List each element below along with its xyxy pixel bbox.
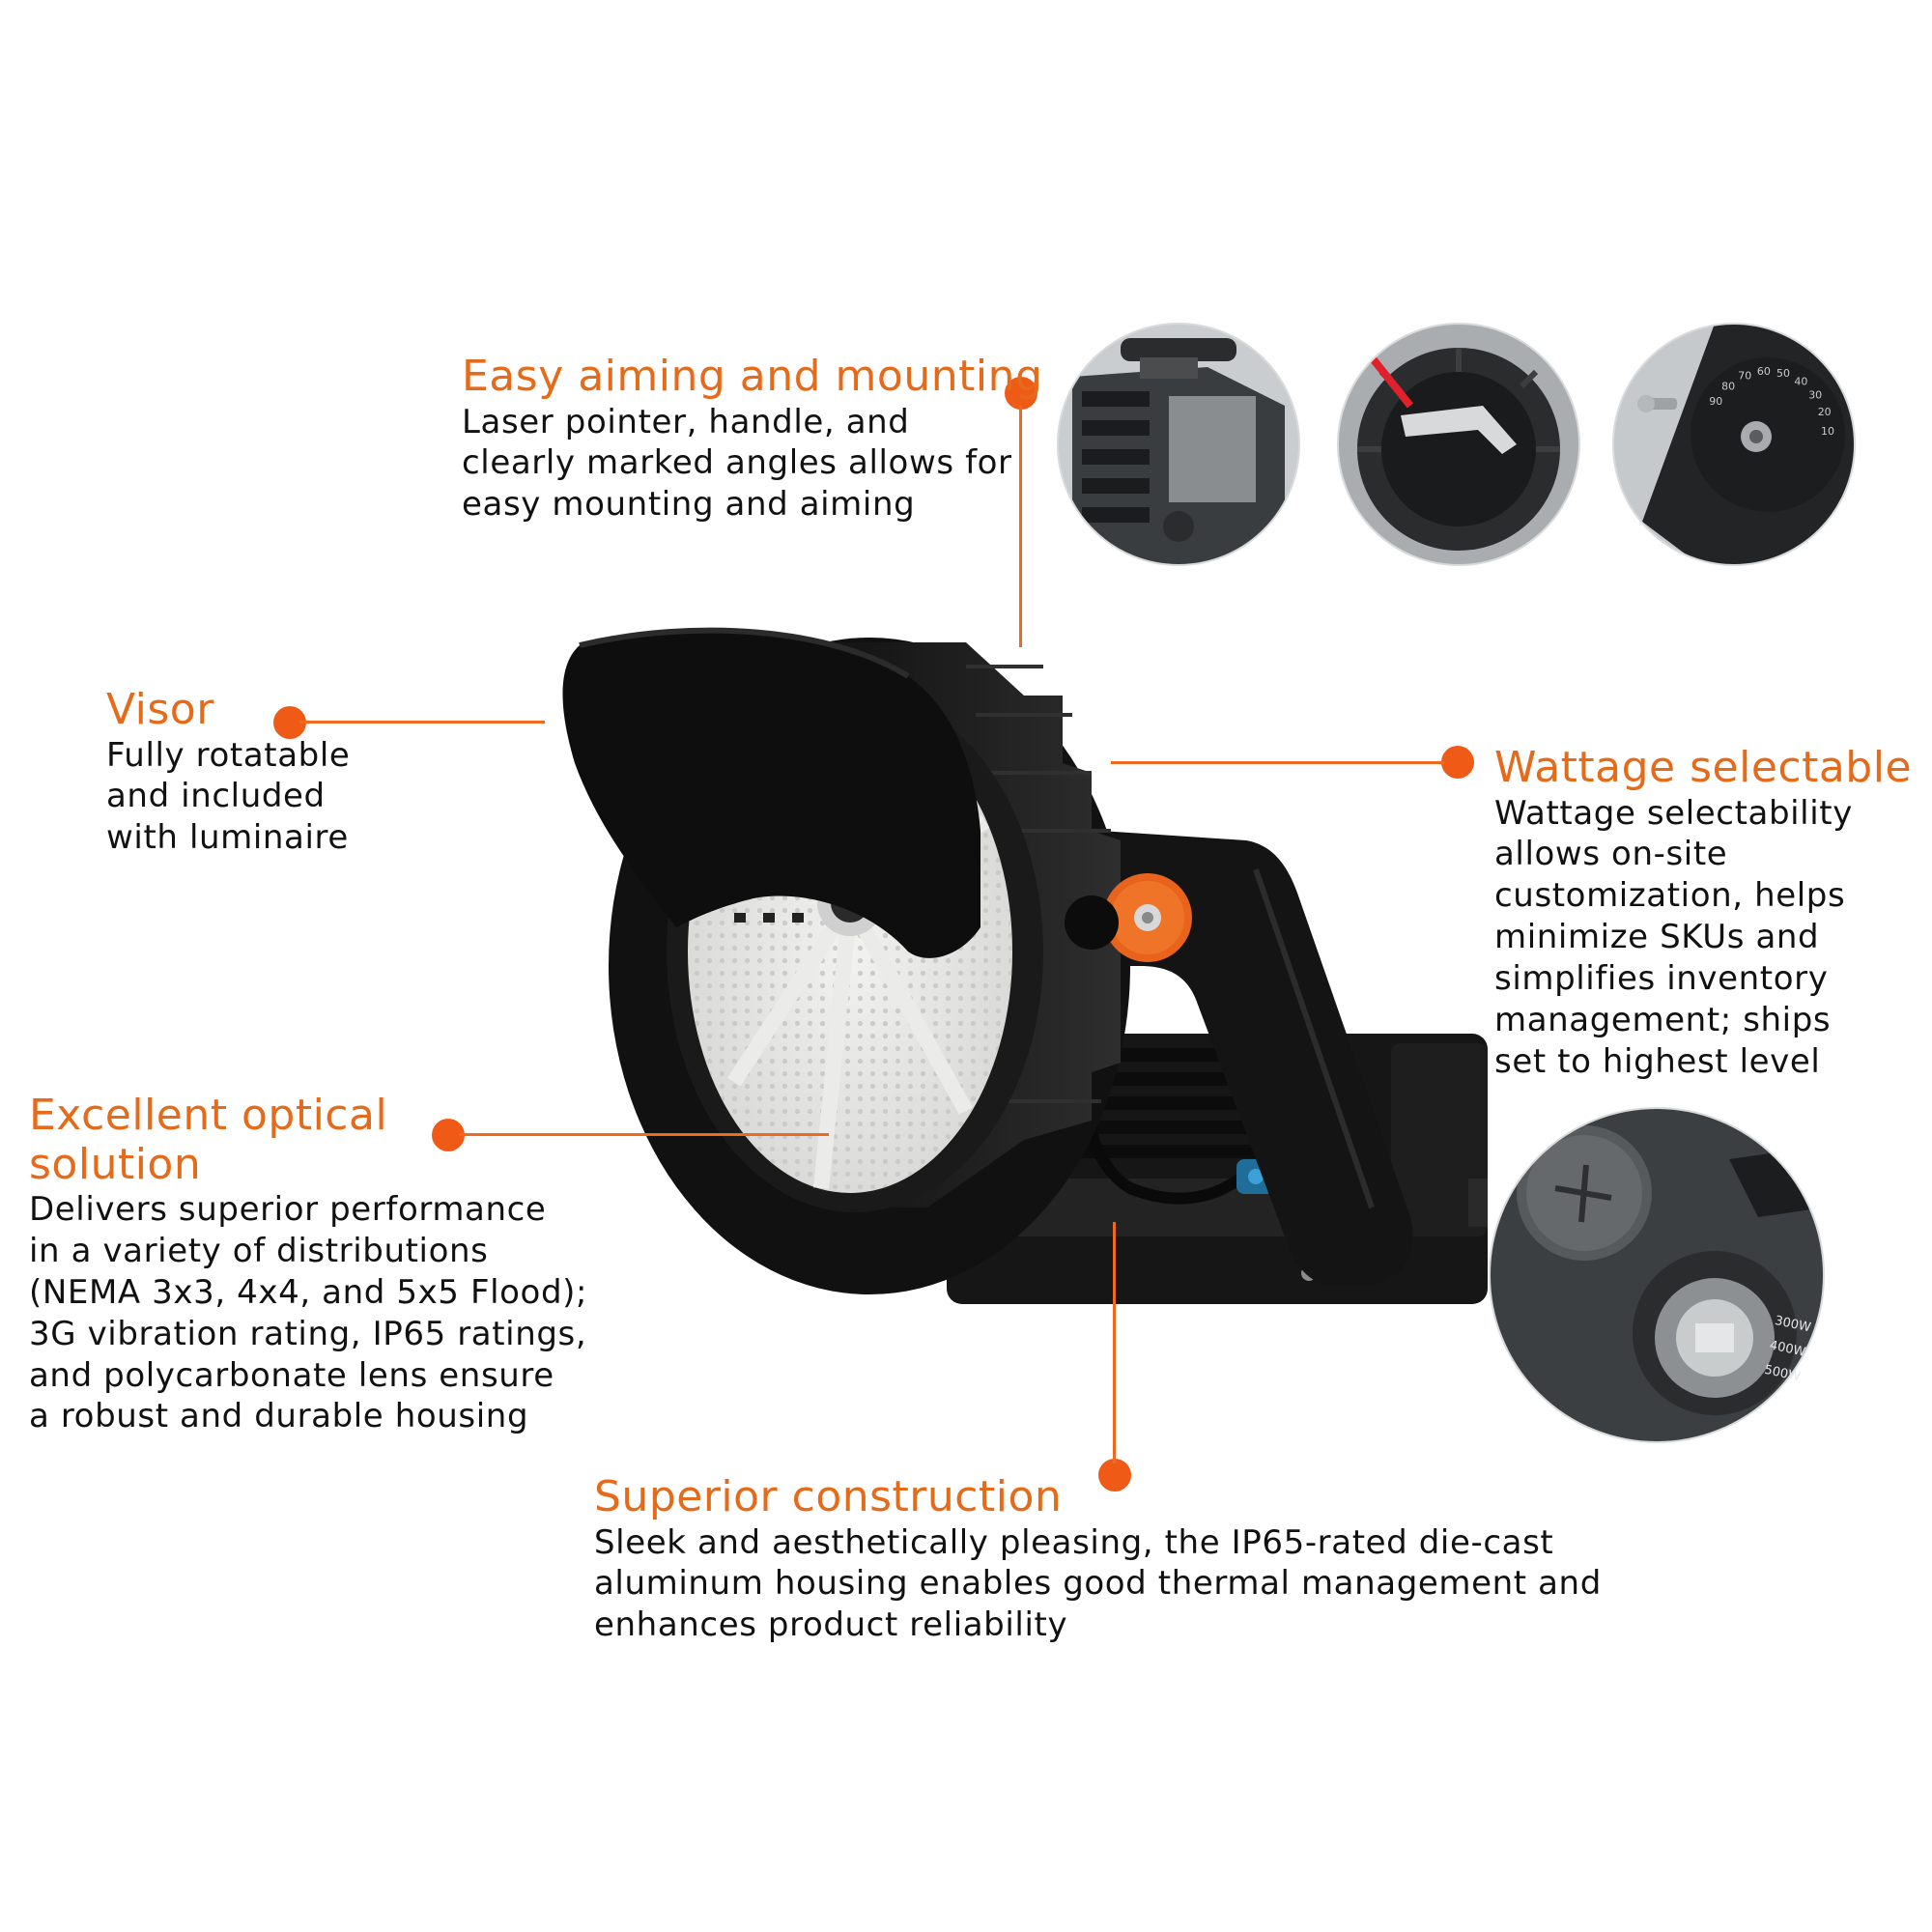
dial-angle-mark: 70 [1738,370,1751,383]
dial-angle-mark: 10 [1821,425,1834,438]
aiming-leader-line [1019,406,1022,647]
feature-wattage-selectable: Wattage selectable Wattage selectability… [1494,743,1913,1082]
feature-title: Superior construction [594,1472,1063,1521]
dial-angle-mark: 20 [1818,406,1832,418]
feature-optical-solution: Excellent optical solution Delivers supe… [29,1091,588,1437]
dial-angle-mark: 30 [1808,388,1822,401]
feature-description: Fully rotatable and included with lumina… [106,735,351,858]
floodlight-fixture [562,627,1488,1304]
aiming-handle-closeup [1337,323,1580,566]
feature-description: Wattage selectability allows on-site cus… [1494,793,1853,1081]
feature-title: Excellent optical solution [29,1091,388,1189]
feature-superior-construction: Superior construction Sleek and aestheti… [594,1472,1602,1646]
feature-title: Visor [106,685,214,734]
dial-angle-mark: 40 [1794,375,1807,387]
feature-title: Wattage selectable [1494,743,1913,792]
wattage-selector-closeup [1489,1107,1825,1443]
optical-leader-line [459,1133,829,1136]
dial-angle-mark: 50 [1776,367,1790,380]
laser-pointer-closeup [1057,323,1300,566]
visor-leader-line [299,721,545,724]
dial-angle-mark: 90 [1709,395,1722,408]
feature-easy-aiming: Easy aiming and mounting Laser pointer, … [462,352,1043,526]
feature-description: Sleek and aesthetically pleasing, the IP… [594,1522,1602,1645]
feature-title: Easy aiming and mounting [462,352,1043,401]
wattage-callout-dot [1441,746,1474,779]
feature-description: Delivers superior performance in a varie… [29,1190,588,1436]
visor [562,630,980,958]
construction-callout-dot [1098,1459,1131,1492]
dial-angle-mark: 60 [1757,365,1771,378]
feature-description: Laser pointer, handle, and clearly marke… [462,402,1012,525]
feature-visor: Visor Fully rotatable and included with … [106,685,351,859]
dial-angle-mark: 80 [1721,380,1735,392]
aiming-callout-dot [1005,377,1037,410]
wattage-leader-line [1111,761,1444,764]
pivot-knob [1065,873,1192,962]
construction-leader-line [1113,1222,1116,1463]
